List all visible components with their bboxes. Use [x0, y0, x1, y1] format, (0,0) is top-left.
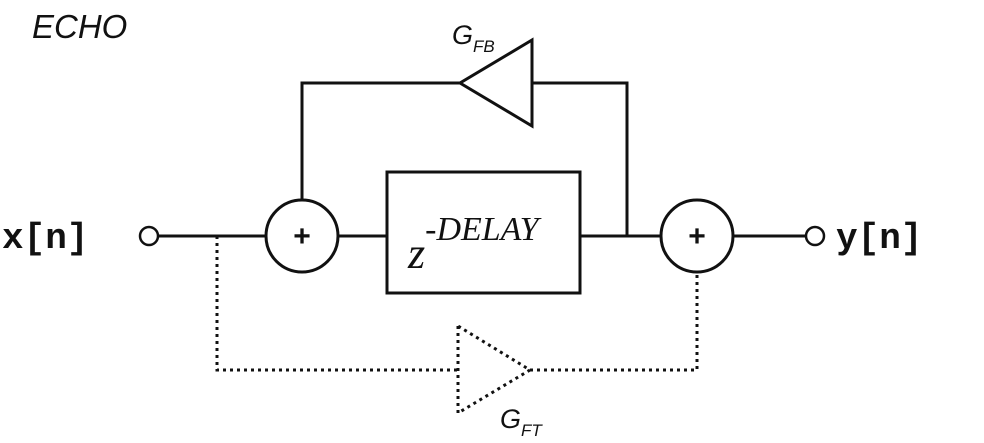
feedback-gain-triangle	[457, 37, 534, 129]
delay-expression: z-DELAY	[407, 211, 542, 278]
sum-junction-input: +	[264, 198, 340, 274]
feedthrough-path-return	[530, 272, 699, 372]
feedback-gain-subscript: FB	[473, 37, 495, 56]
sum-junction-input-symbol: +	[293, 220, 311, 253]
feedthrough-gain-label: GFT	[500, 404, 543, 440]
delay-exponent: -DELAY	[425, 211, 541, 248]
feedback-gain-base: G	[452, 20, 473, 50]
sum-junction-output-symbol: +	[688, 220, 706, 253]
input-label: x[n]	[2, 218, 88, 259]
feedback-path	[532, 81, 629, 236]
delay-base: z	[407, 229, 425, 278]
feedthrough-gain-base: G	[500, 404, 521, 434]
diagram-title: ECHO	[32, 8, 127, 45]
feedback-gain-label: GFB	[452, 20, 495, 56]
feedthrough-path	[215, 236, 458, 372]
feedthrough-gain-subscript: FT	[521, 421, 543, 440]
output-label: y[n]	[836, 218, 922, 259]
sum-junction-output: +	[659, 198, 735, 274]
input-terminal	[138, 225, 160, 247]
output-terminal	[804, 225, 826, 247]
feedthrough-gain-triangle	[456, 323, 533, 416]
feedback-path-return	[300, 81, 460, 200]
delay-block: z-DELAY	[385, 170, 582, 295]
